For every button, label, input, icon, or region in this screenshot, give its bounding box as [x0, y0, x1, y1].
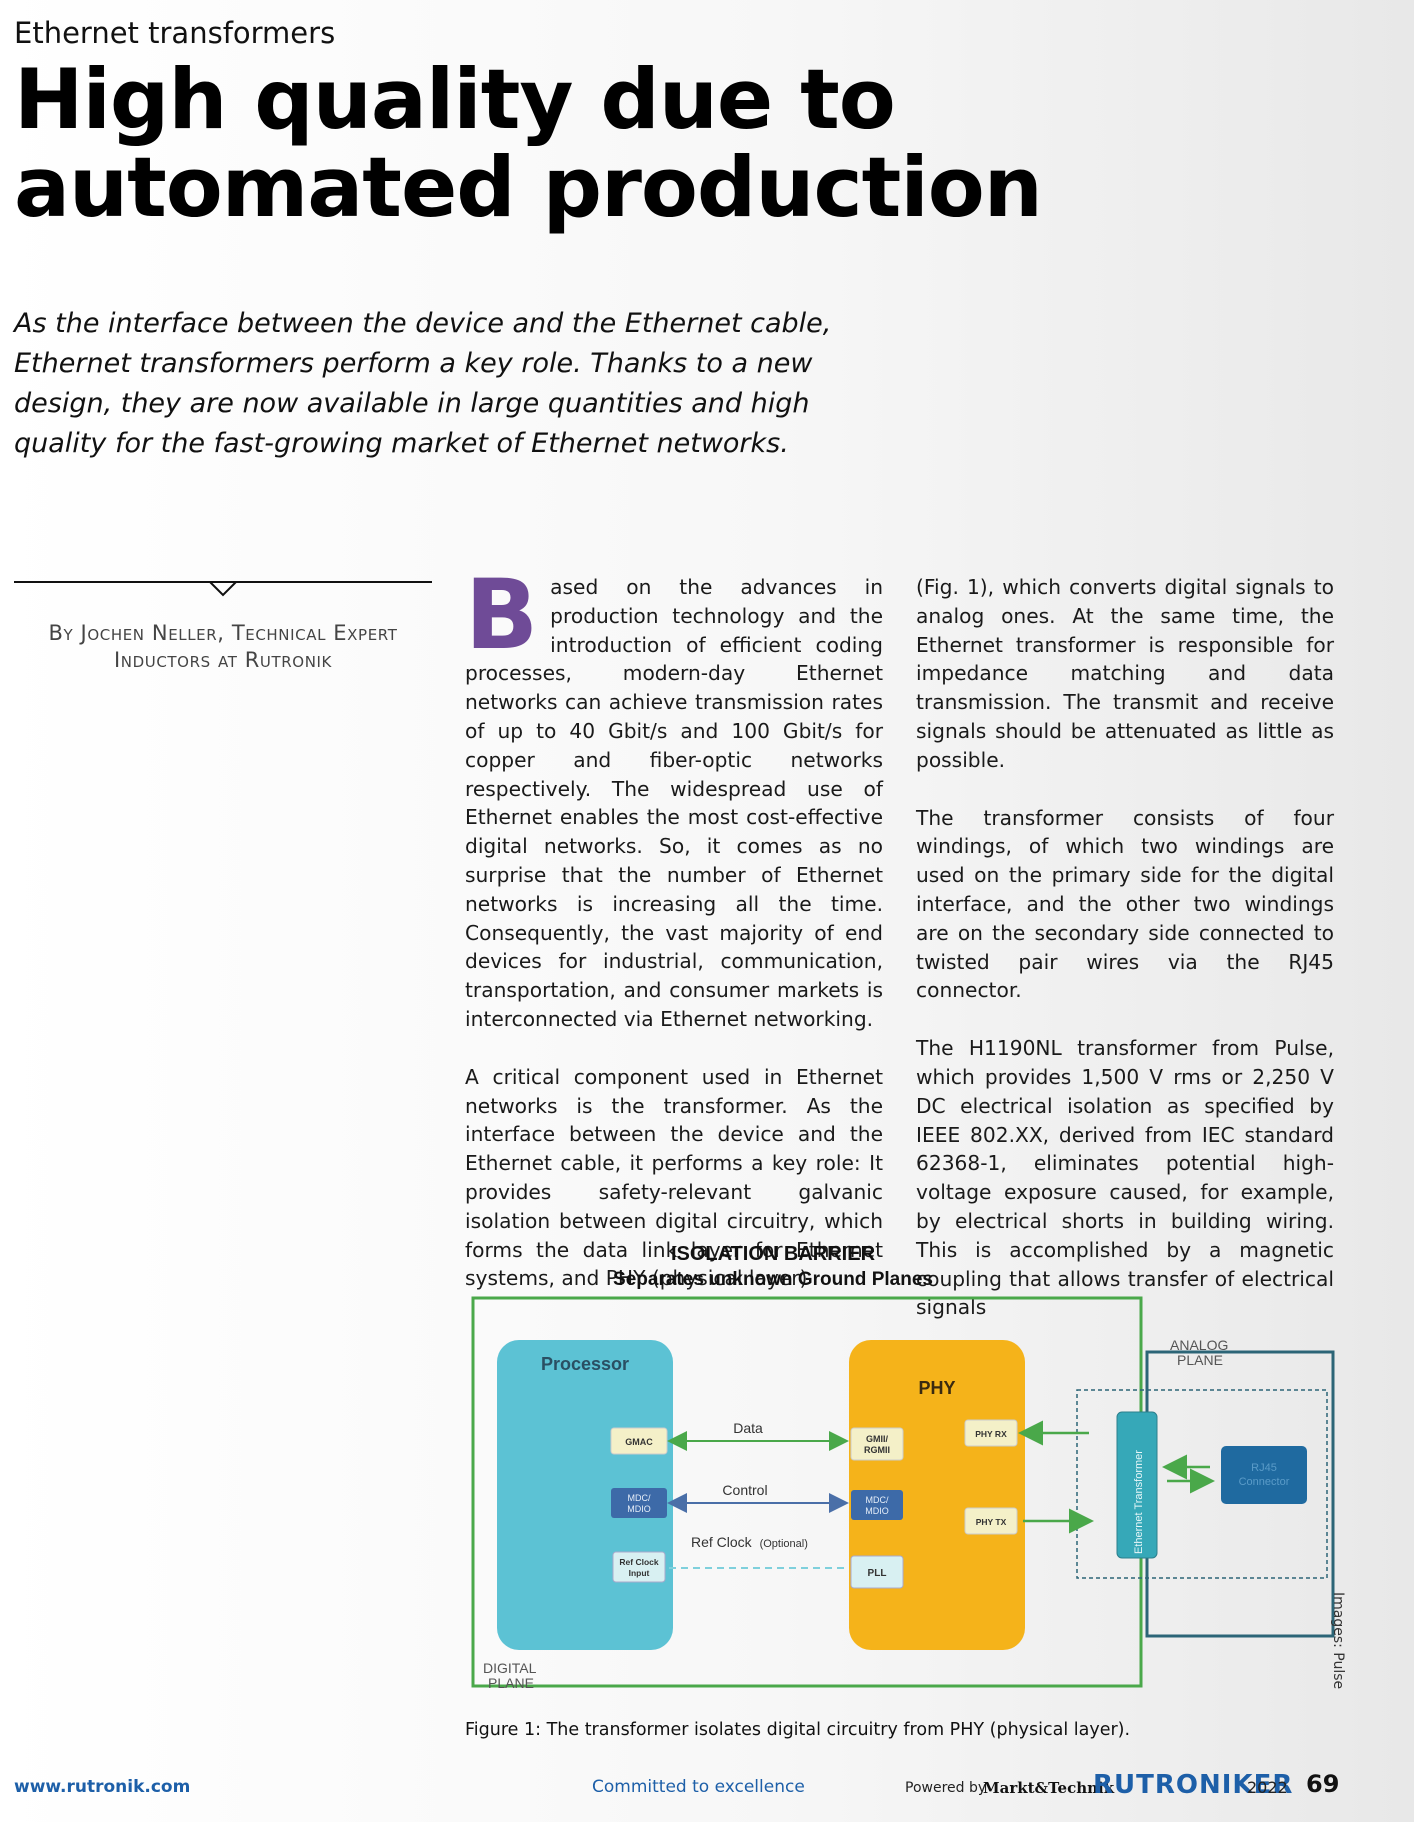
- phy-tx-label: PHY TX: [976, 1517, 1007, 1527]
- drop-cap: B: [465, 559, 539, 671]
- figure-1: ISOLATION BARRIER Separates unknown Grou…: [465, 1236, 1345, 1696]
- title-line-2: automated production: [14, 139, 1043, 236]
- rj45-label-1: RJ45: [1251, 1462, 1277, 1474]
- article-paragraph-4: The transformer consists of four winding…: [916, 805, 1334, 1003]
- phy-rx-label: PHY RX: [975, 1429, 1007, 1439]
- mdc-right-label-2: MDIO: [865, 1506, 889, 1516]
- rj45-connector-block: [1221, 1446, 1307, 1504]
- ref-clock-label: Ref Clock (Optional): [691, 1534, 808, 1550]
- refclock-chip-label-1: Ref Clock: [619, 1557, 658, 1567]
- paragraph-1-text: ased on the advances in production techn…: [465, 575, 883, 1031]
- digital-plane-label: DIGITAL: [483, 1660, 537, 1676]
- mdc-left-label-2: MDIO: [627, 1504, 651, 1514]
- data-label: Data: [733, 1420, 763, 1436]
- control-label: Control: [722, 1482, 767, 1498]
- byline-divider: [14, 581, 432, 597]
- analog-plane-label-2: PLANE: [1177, 1352, 1223, 1368]
- footer-website-link[interactable]: www.rutronik.com: [14, 1777, 191, 1797]
- byline-line-2: Inductors at Rutronik: [114, 648, 332, 672]
- gmii-label-2: RGMII: [864, 1445, 890, 1455]
- gmac-label: GMAC: [625, 1437, 653, 1447]
- processor-label: Processor: [541, 1354, 629, 1374]
- mdc-left-label-1: MDC/: [628, 1493, 651, 1503]
- mdc-mdio-chip-phy: [851, 1490, 903, 1520]
- phy-tx-chip: [964, 1507, 1018, 1535]
- rj45-label-2: Connector: [1239, 1476, 1290, 1488]
- phy-rx-chip: [964, 1419, 1018, 1447]
- ethernet-transformer-block: [1116, 1411, 1158, 1559]
- transformer-dashed-region: [1076, 1389, 1328, 1579]
- pll-chip: [850, 1555, 904, 1589]
- diagram-subtitle: Separates unknown Ground Planes: [613, 1269, 933, 1290]
- article-title: High quality due to automated production: [14, 56, 1043, 232]
- diagram-title: ISOLATION BARRIER: [671, 1243, 876, 1265]
- section-kicker: Ethernet transformers: [14, 16, 336, 50]
- mdc-right-label-1: MDC/: [866, 1495, 889, 1505]
- refclock-chip-label-2: Input: [629, 1568, 650, 1578]
- article-paragraph-2: A critical component used in Ethernet ne…: [465, 1064, 883, 1291]
- gmii-rgmii-chip: [850, 1427, 904, 1461]
- article-paragraph-5: The H1190NL transformer from Pulse, whic…: [916, 1036, 1334, 1320]
- digital-plane-label-2: PLANE: [488, 1675, 534, 1691]
- page-number: 69: [1306, 1770, 1340, 1798]
- image-credit: Images: Pulse: [1330, 1592, 1346, 1690]
- gmii-label-1: GMII/: [866, 1434, 888, 1444]
- footer-magazine-logo: RUTRONIKER: [1093, 1770, 1294, 1800]
- footer-publisher-logo: Markt&Technik: [983, 1779, 1115, 1797]
- analog-plane-label: ANALOG: [1170, 1337, 1228, 1353]
- byline-line-1: By Jochen Neller, Technical Expert: [48, 621, 398, 645]
- figure-caption: Figure 1: The transformer isolates digit…: [465, 1720, 1131, 1740]
- ethernet-transformer-label: Ethernet Transformer: [1133, 1450, 1145, 1554]
- phy-label: PHY: [918, 1378, 955, 1398]
- pll-label: PLL: [868, 1568, 887, 1579]
- ref-clock-input-chip: [612, 1551, 666, 1583]
- article-column-2: (Fig. 1), which converts digital signals…: [916, 573, 1334, 1351]
- author-byline: By Jochen Neller, Technical Expert Induc…: [14, 620, 432, 674]
- footer-year: 2022: [1247, 1778, 1288, 1797]
- article-intro: As the interface between the device and …: [14, 308, 832, 459]
- byline-block: By Jochen Neller, Technical Expert Induc…: [14, 578, 432, 674]
- article-paragraph-3: (Fig. 1), which converts digital signals…: [916, 575, 1334, 772]
- ref-clock-label-main: Ref Clock: [691, 1534, 753, 1550]
- isolation-diagram: ISOLATION BARRIER Separates unknown Grou…: [471, 1243, 1335, 1691]
- footer-tagline: Committed to excellence: [592, 1777, 805, 1797]
- title-line-1: High quality due to: [14, 51, 896, 148]
- ref-clock-optional: (Optional): [760, 1538, 808, 1550]
- mdc-mdio-chip-processor: [611, 1488, 667, 1518]
- footer-powered-by: Powered by: [905, 1780, 987, 1796]
